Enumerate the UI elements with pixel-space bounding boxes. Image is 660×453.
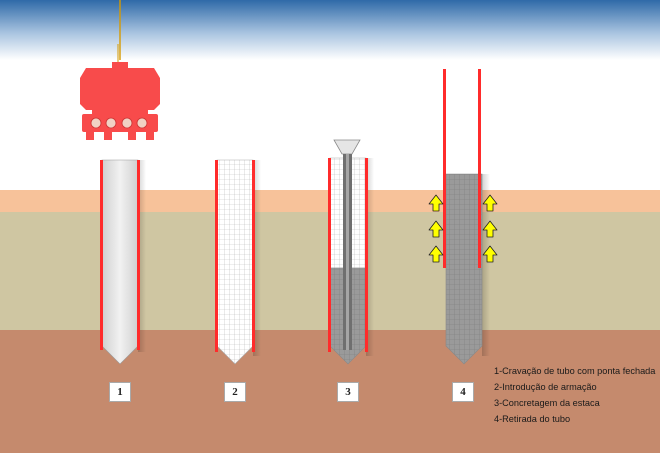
legend-item: 3-Concretagem da estaca: [494, 398, 600, 408]
reinforcement-cage: [216, 159, 254, 365]
up-arrow-icon: [428, 194, 498, 263]
sky-background: [0, 0, 660, 60]
finished-pile: [445, 173, 483, 365]
step-label-4: 4: [452, 382, 474, 402]
step-label-2: 2: [224, 382, 246, 402]
tube-right-wall: [478, 69, 481, 268]
legend-item: 4-Retirada do tubo: [494, 414, 571, 424]
step-label-1: 1: [109, 382, 131, 402]
legend-item: 2-Introdução de armação: [494, 382, 597, 392]
pile-driving-hammer-icon: [80, 62, 160, 140]
step-label-3: 3: [337, 382, 359, 402]
step-2-reinforcement: [215, 159, 261, 365]
legend: 1-Cravação de tubo com ponta fechada 2-I…: [494, 363, 655, 427]
tube-left-wall: [443, 69, 446, 268]
steel-tube: [101, 159, 139, 365]
step-4-tube-removal: [428, 69, 498, 365]
legend-item: 1-Cravação de tubo com ponta fechada: [494, 366, 656, 376]
step-1-tube-driving: [80, 0, 160, 365]
step-3-concreting: [328, 139, 374, 365]
concrete-funnel-icon: [333, 139, 361, 155]
